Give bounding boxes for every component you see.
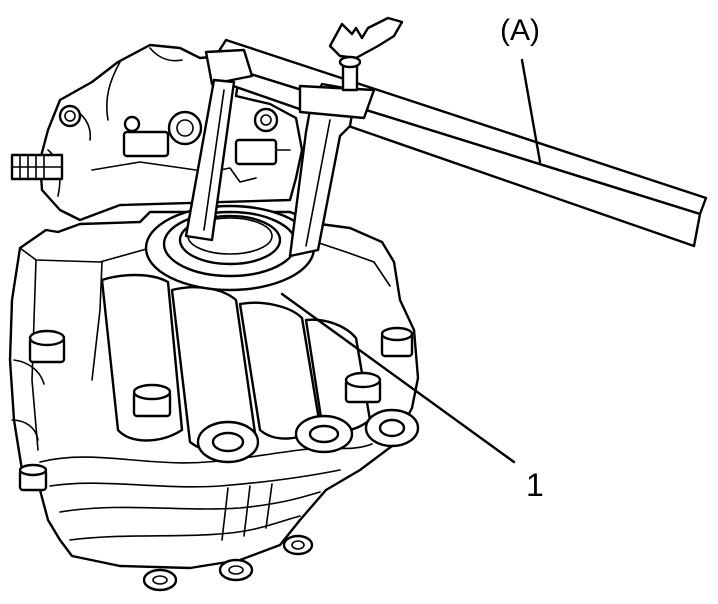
bolt-mid-left	[132, 383, 172, 418]
special-tool-puller	[184, 16, 708, 258]
boss-ring-2	[294, 414, 354, 454]
callout-tool: (A)	[500, 14, 540, 47]
leader-line-part	[280, 292, 516, 464]
boss-ring-3	[364, 408, 420, 448]
bolt-mid-right	[344, 371, 382, 404]
callout-part: 1	[526, 467, 544, 503]
boss-ring-1	[196, 420, 260, 464]
bolt-bottom-2	[218, 558, 254, 582]
connector-hatched	[10, 153, 64, 181]
bolt-bottom-3	[282, 534, 314, 556]
leader-line-tool	[520, 58, 542, 164]
rear-housing	[38, 43, 304, 222]
bolt-right	[380, 326, 414, 358]
bolt-bottom-1	[142, 568, 178, 592]
bolt-lower-left	[18, 463, 48, 492]
oil-seal	[144, 204, 316, 292]
bolt-left-upper	[28, 329, 66, 364]
